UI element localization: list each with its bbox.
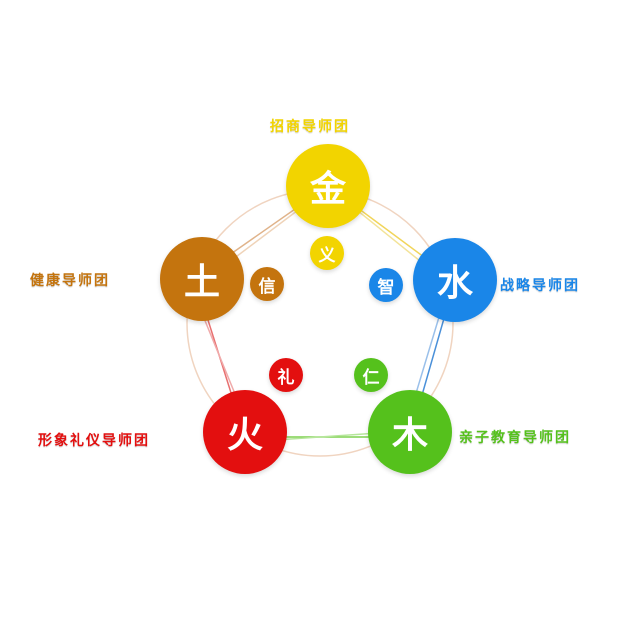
label-earth-group: 健康导师团 [30, 273, 110, 289]
label-fire-group: 形象礼仪导师团 [38, 433, 150, 449]
virtue-wood: 仁 [354, 358, 388, 392]
label-metal-group: 招商导师团 [270, 119, 350, 135]
label-wood-group: 亲子教育导师团 [459, 430, 571, 446]
virtue-water: 智 [369, 268, 403, 302]
water-node: 水 [413, 238, 497, 322]
earth-node: 土 [160, 237, 244, 321]
fire-node: 火 [203, 390, 287, 474]
virtue-metal: 义 [310, 236, 344, 270]
wood-node: 木 [368, 390, 452, 474]
virtue-fire: 礼 [269, 358, 303, 392]
label-water-group: 战略导师团 [500, 278, 580, 294]
virtue-earth: 信 [250, 267, 284, 301]
metal-node: 金 [286, 144, 370, 228]
